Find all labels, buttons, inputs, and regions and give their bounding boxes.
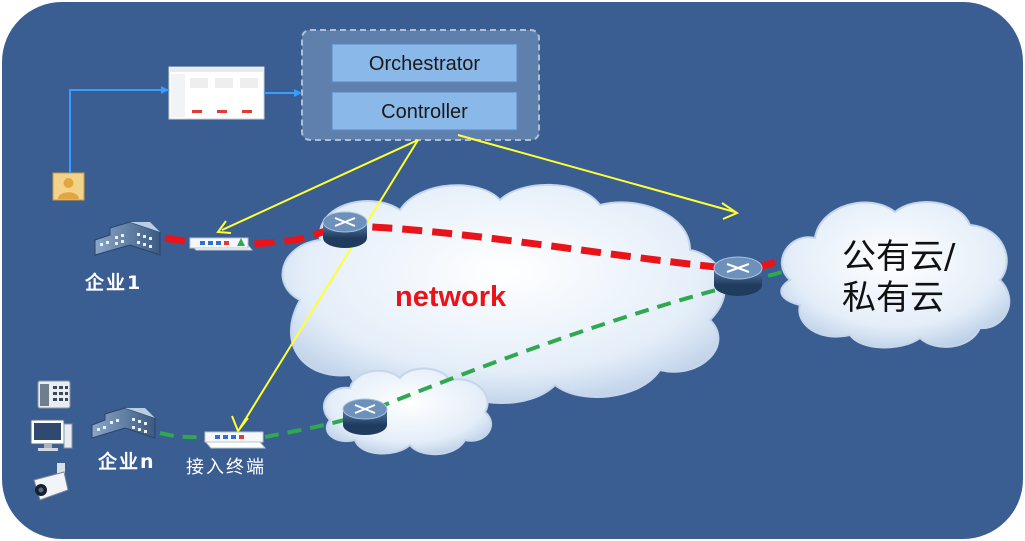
cpe-device-icon bbox=[188, 237, 254, 251]
router-icon bbox=[342, 398, 388, 435]
controller-links bbox=[221, 134, 736, 429]
controller-button[interactable] bbox=[331, 91, 518, 131]
cloud-label-line2: 私有云 bbox=[842, 278, 944, 318]
controller-label: Controller bbox=[381, 101, 468, 123]
control-box: Orchestrator Controller bbox=[301, 29, 540, 141]
orchestrator-label: Orchestrator bbox=[369, 53, 480, 75]
public-private-cloud bbox=[780, 201, 1011, 349]
cpe-device-icon bbox=[203, 431, 267, 449]
router-icon bbox=[322, 211, 368, 248]
building-icon bbox=[91, 407, 156, 439]
portal-thumbnail bbox=[168, 66, 265, 120]
phone-icon bbox=[37, 380, 71, 409]
building-icon bbox=[94, 221, 161, 256]
user-portal-link bbox=[69, 89, 169, 173]
router-icon bbox=[713, 256, 763, 296]
enterprise-n-path bbox=[159, 270, 783, 440]
camera-icon bbox=[33, 463, 69, 501]
enterprise-1-label: 企业1 bbox=[84, 271, 142, 294]
cloud-label-line1: 公有云/ bbox=[842, 237, 956, 277]
orchestrator-button[interactable] bbox=[331, 43, 518, 83]
access-terminal-label: 接入终端 bbox=[186, 457, 266, 478]
user-icon bbox=[52, 172, 85, 201]
computer-icon bbox=[30, 419, 73, 451]
network-label: network bbox=[395, 281, 507, 313]
enterprise-n-label: 企业n bbox=[97, 450, 156, 473]
